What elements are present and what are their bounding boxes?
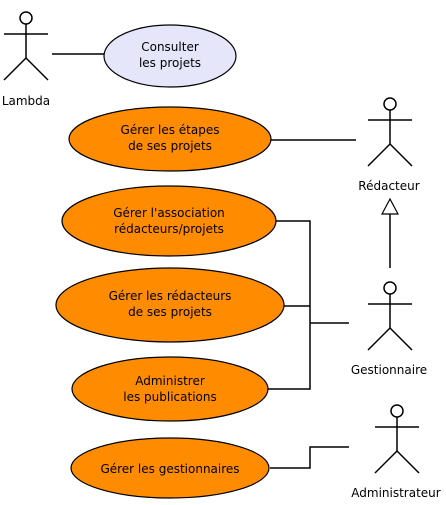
- use-case-gestionnaires-line1: Gérer les gestionnaires: [100, 462, 239, 476]
- actor-administrateur-icon: [374, 404, 420, 474]
- generalization-arrowhead: [381, 197, 399, 215]
- actor-gestionnaire-icon: [367, 281, 413, 351]
- assoc-gestionnaire-bus: [268, 220, 311, 390]
- actor-redacteur[interactable]: Rédacteur: [358, 97, 420, 193]
- use-case-association-line1: Gérer l'association: [113, 206, 225, 220]
- use-case-association[interactable]: Gérer l'association rédacteurs/projets: [61, 185, 277, 257]
- actor-redacteur-icon: [367, 97, 413, 167]
- actor-lambda[interactable]: Lambda: [2, 11, 50, 108]
- use-case-publications-line1: Administrer: [135, 374, 205, 388]
- use-case-consulter-line1: Consulter: [141, 40, 199, 54]
- use-case-etapes-line2: de ses projets: [128, 139, 212, 153]
- use-case-etapes[interactable]: Gérer les étapes de ses projets: [68, 106, 272, 172]
- use-case-publications-line2: les publications: [123, 390, 216, 404]
- actor-gestionnaire[interactable]: Gestionnaire: [351, 281, 427, 377]
- use-case-gestionnaires[interactable]: Gérer les gestionnaires: [70, 437, 270, 499]
- use-case-publications[interactable]: Administrer les publications: [71, 356, 269, 422]
- use-case-redacteurs-line1: Gérer les rédacteurs: [109, 289, 232, 303]
- use-case-consulter[interactable]: Consulter les projets: [103, 24, 237, 88]
- actor-gestionnaire-label: Gestionnaire: [351, 363, 427, 377]
- use-case-redacteurs[interactable]: Gérer les rédacteurs de ses projets: [55, 267, 285, 343]
- use-case-consulter-line2: les projets: [139, 56, 201, 70]
- use-case-redacteurs-line2: de ses projets: [128, 305, 212, 319]
- actor-administrateur-label: Administrateur: [351, 486, 441, 500]
- use-case-association-line2: rédacteurs/projets: [114, 222, 224, 236]
- use-case-etapes-line1: Gérer les étapes: [121, 123, 220, 137]
- actor-administrateur[interactable]: Administrateur: [351, 404, 441, 500]
- actor-redacteur-label: Rédacteur: [358, 179, 419, 193]
- actor-lambda-icon: [3, 11, 49, 81]
- actor-lambda-label: Lambda: [2, 94, 50, 108]
- assoc-admin-gestionnaires: [270, 446, 349, 469]
